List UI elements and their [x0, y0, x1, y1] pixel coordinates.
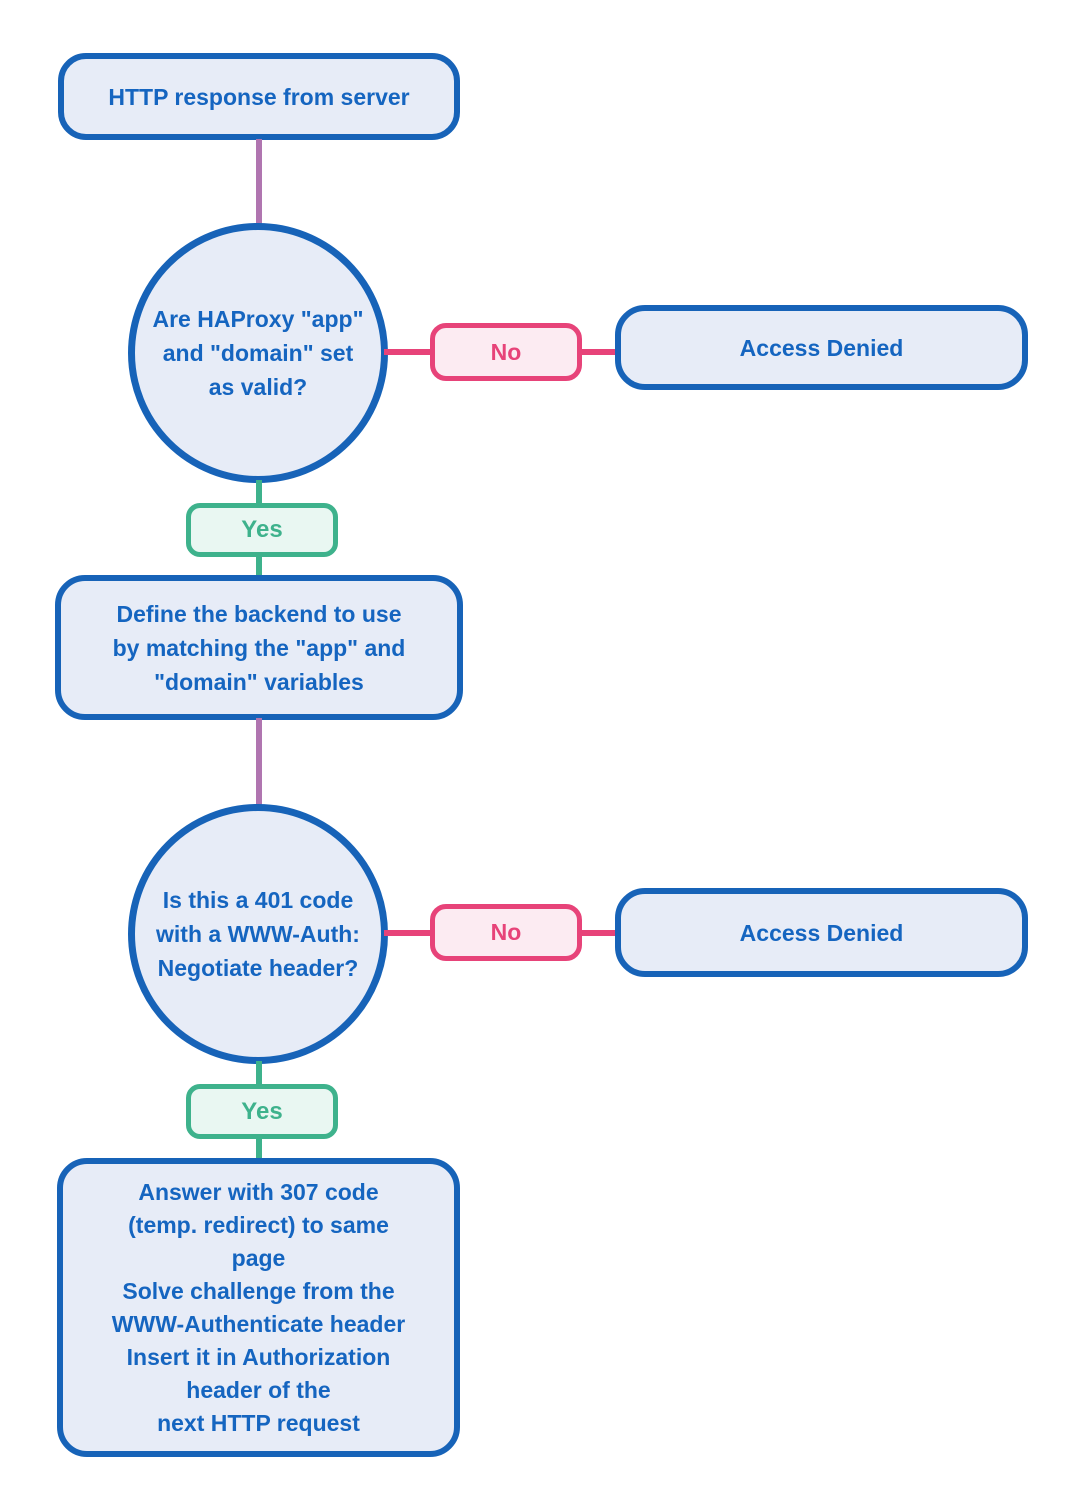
connector-no2-to-access-denied2	[580, 930, 617, 936]
node-decision-app-domain-label: Are HAProxy "app" and "domain" set as va…	[152, 306, 364, 400]
node-final-answer-307-label: Answer with 307 code (temp. redirect) to…	[111, 1178, 406, 1436]
node-no-1-label: No	[490, 338, 522, 365]
connector-start-to-decision1	[256, 139, 262, 226]
node-define-backend: Define the backend to use by matching th…	[55, 575, 463, 720]
connector-decision2-to-no2	[384, 930, 432, 936]
node-yes-1-label: Yes	[241, 516, 283, 543]
node-final-answer-307: Answer with 307 code (temp. redirect) to…	[57, 1158, 460, 1457]
connector-decision1-to-no1	[384, 349, 432, 355]
connector-yes2-to-final	[256, 1137, 262, 1160]
node-access-denied-2-label: Access Denied	[739, 919, 904, 946]
connector-define-backend-to-decision2	[256, 718, 262, 806]
node-no-1: No	[430, 323, 582, 381]
node-decision-401: Is this a 401 code with a WWW-Auth: Nego…	[128, 804, 388, 1064]
node-decision-app-domain: Are HAProxy "app" and "domain" set as va…	[128, 223, 388, 483]
node-yes-2: Yes	[186, 1084, 338, 1139]
node-yes-1: Yes	[186, 503, 338, 557]
node-access-denied-1: Access Denied	[615, 305, 1028, 390]
node-yes-2-label: Yes	[241, 1097, 283, 1125]
connector-decision1-to-yes1	[256, 480, 262, 505]
node-access-denied-2: Access Denied	[615, 888, 1028, 977]
node-decision-401-label: Is this a 401 code with a WWW-Auth: Nego…	[156, 887, 360, 981]
node-access-denied-1-label: Access Denied	[739, 334, 904, 361]
node-no-2: No	[430, 904, 582, 961]
connector-decision2-to-yes2	[256, 1061, 262, 1086]
node-no-2-label: No	[490, 919, 522, 945]
node-define-backend-label: Define the backend to use by matching th…	[112, 600, 406, 695]
connector-yes1-to-define-backend	[256, 555, 262, 577]
node-http-response-label: HTTP response from server	[108, 83, 410, 110]
connector-no1-to-access-denied1	[580, 349, 617, 355]
node-http-response: HTTP response from server	[58, 53, 460, 140]
